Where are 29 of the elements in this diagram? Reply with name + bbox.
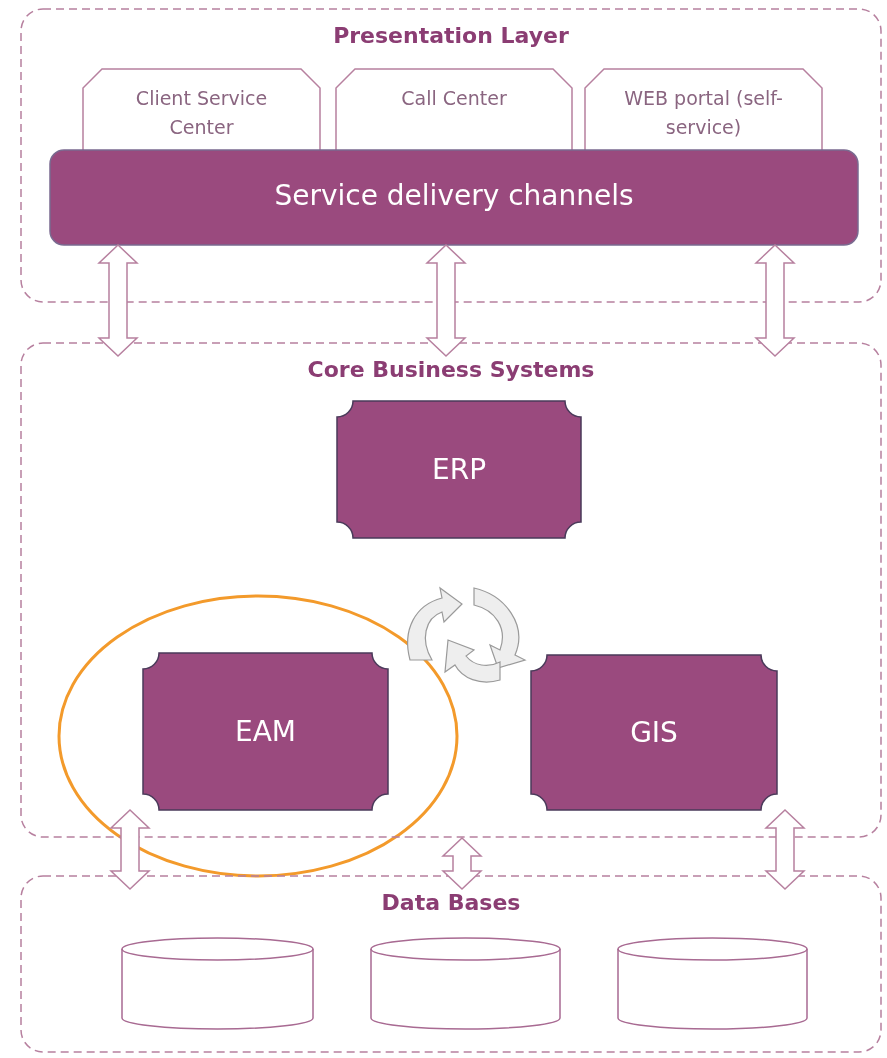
system-box (337, 401, 581, 538)
double-arrow (441, 836, 483, 891)
system-box (143, 653, 388, 810)
layer-title: Data Bases (380, 889, 522, 917)
channel-tab (584, 68, 823, 150)
double-arrow (754, 243, 796, 358)
system-label: ERP (431, 451, 487, 488)
database-cylinder (121, 937, 314, 1030)
channel-tab (335, 68, 573, 150)
bar-label: Service delivery channels (273, 178, 635, 214)
channel-label: WEB portal (self-service) (624, 86, 783, 140)
layer-title: Presentation Layer (332, 22, 570, 50)
database-cylinder (370, 937, 561, 1030)
system-label: EAM (234, 713, 297, 750)
double-arrow (425, 243, 467, 358)
channel-label: Client Service Center (134, 86, 269, 140)
double-arrow (764, 808, 806, 891)
layer-panel (20, 8, 882, 303)
channel-tab (82, 68, 321, 150)
system-box (531, 655, 777, 810)
double-arrow (109, 808, 151, 891)
channel-bar (50, 150, 858, 245)
layer-panel (20, 342, 882, 838)
layer-title: Core Business Systems (306, 356, 596, 384)
system-label: GIS (629, 714, 679, 751)
channel-label: Call Center (400, 86, 508, 111)
database-cylinder (617, 937, 808, 1030)
layer-panel (20, 875, 882, 1053)
double-arrow (97, 243, 139, 358)
